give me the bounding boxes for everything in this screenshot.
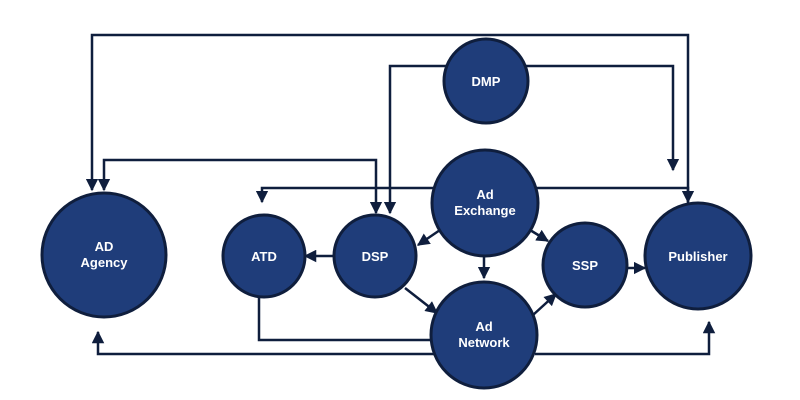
node-dsp[interactable]: DSP [332,213,418,299]
edge-dsp-to-network [404,287,438,314]
node-label-line: Publisher [668,249,727,264]
edge-exchange-to-dsp [416,228,441,247]
node-ssp[interactable]: SSP [541,221,629,309]
node-label-line: DMP [472,74,501,89]
node-ad-agency[interactable]: AD Agency [40,191,168,319]
connector-layer [85,33,716,356]
edge-exchange-to-publisher [535,186,695,204]
node-label-line: Agency [81,255,129,270]
node-ad-network[interactable]: Ad Network [429,280,539,390]
node-label-line: AD [95,239,114,254]
node-layer: DMP Ad Exchange AD Agency ATD DSP SSP Pu… [40,37,753,390]
edge-agency-dsp [97,158,383,215]
node-atd[interactable]: ATD [221,213,307,299]
edge-exchange-to-ssp [529,228,550,243]
edge-dmp-to-dsp [383,64,447,215]
node-publisher[interactable]: Publisher [643,201,753,311]
node-label-line: Exchange [454,203,515,218]
edge-dmp-to-publisher [523,64,680,172]
edge-network-to-agency [91,330,435,356]
node-label-line: Network [458,335,510,350]
edge-atd-to-network [257,296,433,342]
node-label-line: Ad [476,187,493,202]
node-label-line: SSP [572,258,598,273]
edge-publisher-to-agency [85,33,690,228]
node-ad-exchange[interactable]: Ad Exchange [430,148,540,258]
node-label-line: DSP [362,249,389,264]
node-dmp[interactable]: DMP [442,37,530,125]
edge-exchange-to-atd [255,186,435,204]
node-label-line: Ad [475,319,492,334]
edge-network-to-ssp [532,293,557,316]
edge-network-to-publisher [535,320,716,356]
node-label-line: ATD [251,249,277,264]
